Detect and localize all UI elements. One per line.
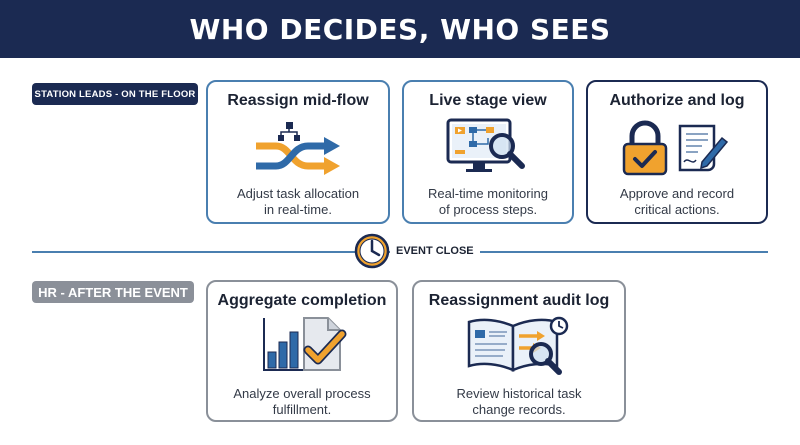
card-description-line1: Real-time monitoring (428, 186, 548, 201)
monitor-magnifier-icon (446, 118, 525, 172)
card-reassignment-audit-log: Reassignment audit log Review historical… (412, 280, 626, 422)
card-title: Reassignment audit log (428, 292, 610, 309)
header-banner: WHO DECIDES, WHO SEES (0, 0, 800, 58)
clock-icon (354, 233, 390, 269)
card-authorize-and-log: Authorize and log Approve and record cri… (586, 80, 768, 224)
card-title: Reassign mid-flow (227, 92, 369, 109)
document-pen-icon (678, 124, 729, 172)
section-label-hr: HR - AFTER THE EVENT (32, 281, 194, 303)
milestone-label: EVENT CLOSE (390, 241, 480, 261)
card-live-stage-view: Live stage view Real-time monitoring of … (402, 80, 574, 224)
card-description-line2: critical actions. (634, 202, 720, 217)
open-book-magnifier-icon (467, 316, 569, 375)
card-description-line1: Approve and record (619, 186, 735, 201)
card-description-line2: change records. (472, 402, 566, 417)
card-description-line2: of process steps. (438, 202, 538, 217)
card-description-line1: Adjust task allocation (236, 186, 360, 201)
section-label-station-leads: STATION LEADS - ON THE FLOOR (32, 83, 198, 105)
card-description-line1: Analyze overall process (233, 386, 371, 401)
card-description-line2: in real-time. (264, 202, 332, 217)
card-title: Aggregate completion (217, 292, 387, 309)
card-description-line2: fulfillment. (272, 402, 332, 417)
page-title: WHO DECIDES, WHO SEES (189, 12, 611, 46)
shuffle-arrows-icon (256, 122, 340, 175)
card-reassign-mid-flow: Reassign mid-flow Adjust task allocation… (206, 80, 390, 224)
padlock-icon (622, 120, 668, 176)
card-aggregate-completion: Aggregate completion Analyze overall pro… (206, 280, 398, 422)
bar-chart-document-icon (263, 317, 347, 371)
card-description-line1: Review historical task (456, 386, 582, 401)
card-title: Authorize and log (609, 92, 745, 109)
card-title: Live stage view (429, 92, 547, 109)
